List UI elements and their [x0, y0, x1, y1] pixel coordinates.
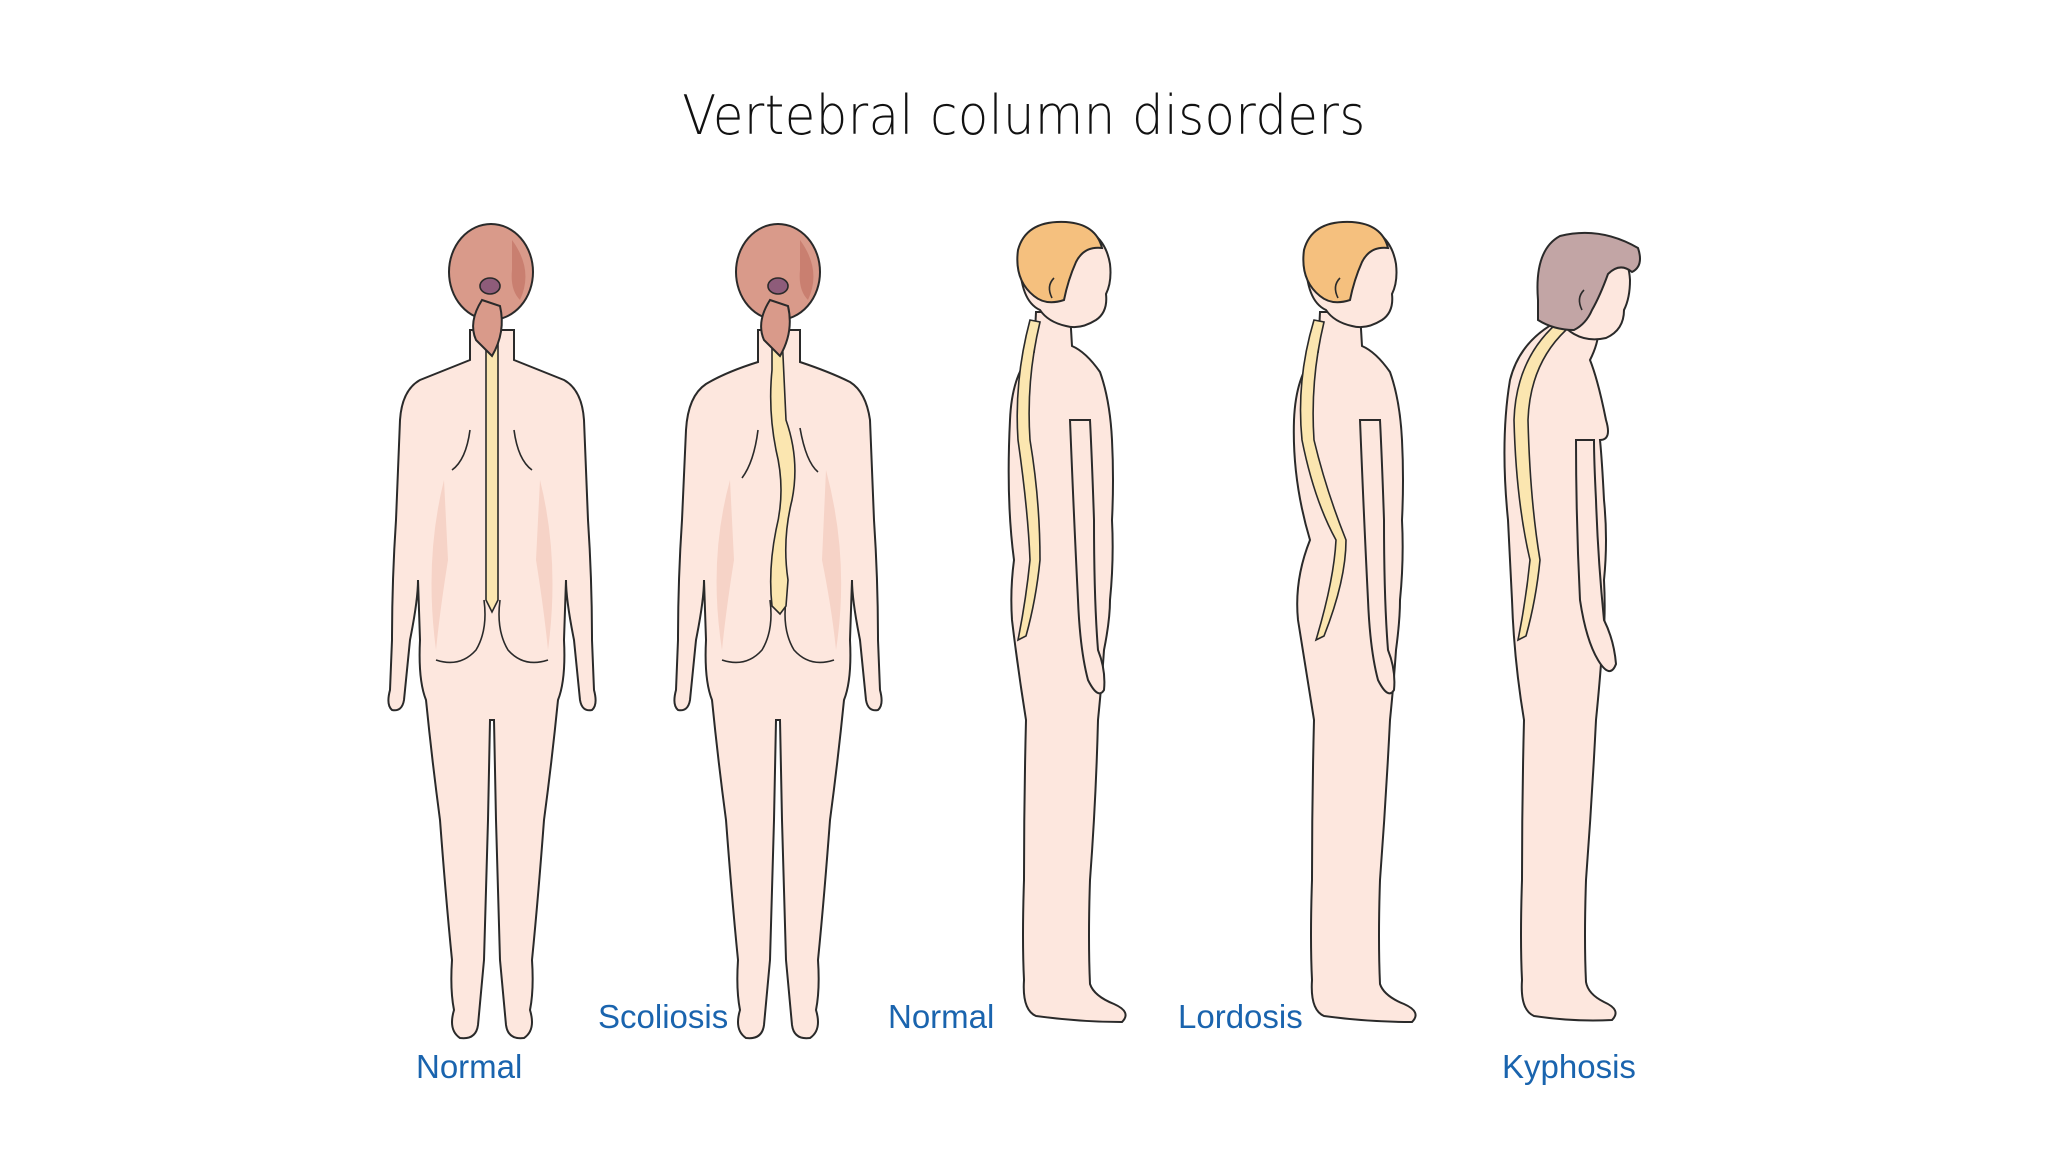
slide-title: Vertebral column disorders	[682, 84, 1366, 147]
figure-lordosis-side	[1292, 220, 1417, 1024]
label-normal-back: Normal	[416, 1048, 523, 1085]
figure-normal-back	[387, 223, 597, 1040]
figure-normal-side	[1007, 220, 1127, 1024]
label-normal-side: Normal	[888, 998, 995, 1035]
figure-kyphosis-side	[1503, 231, 1641, 1022]
figure-scoliosis-back	[673, 223, 883, 1040]
label-kyphosis: Kyphosis	[1502, 1048, 1636, 1085]
label-scoliosis: Scoliosis	[598, 998, 729, 1035]
label-lordosis: Lordosis	[1178, 998, 1303, 1035]
